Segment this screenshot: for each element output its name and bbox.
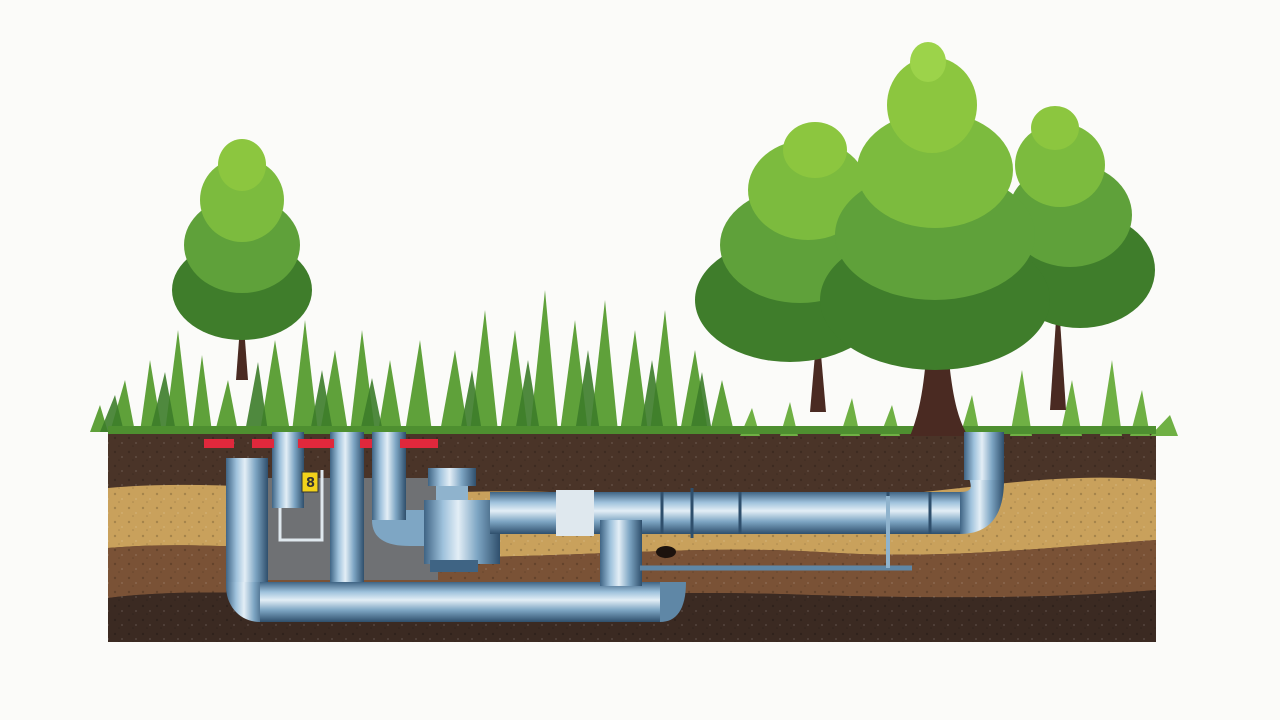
valve-housing [424,468,500,572]
warning-tag: 8 [301,471,319,493]
red-ground-markers [204,439,438,448]
gauge-line [640,496,912,571]
tee-drop-pipe [600,520,642,586]
warning-tag-text: 8 [306,476,315,491]
bottom-right-elbow [660,582,686,622]
pipe-network [226,432,1004,622]
riser-4-elbow [372,510,430,546]
riser-pipe-3 [330,432,364,582]
left-riser-pipe [226,458,268,582]
bottom-return-pipe [260,582,660,622]
right-riser-pipe [964,432,1004,480]
small-tree-left [172,139,312,380]
grass-and-shrubs [90,290,1178,436]
pipe-coupling [556,490,594,536]
soil-cavity [656,546,676,558]
tree-large-center [820,42,1050,436]
